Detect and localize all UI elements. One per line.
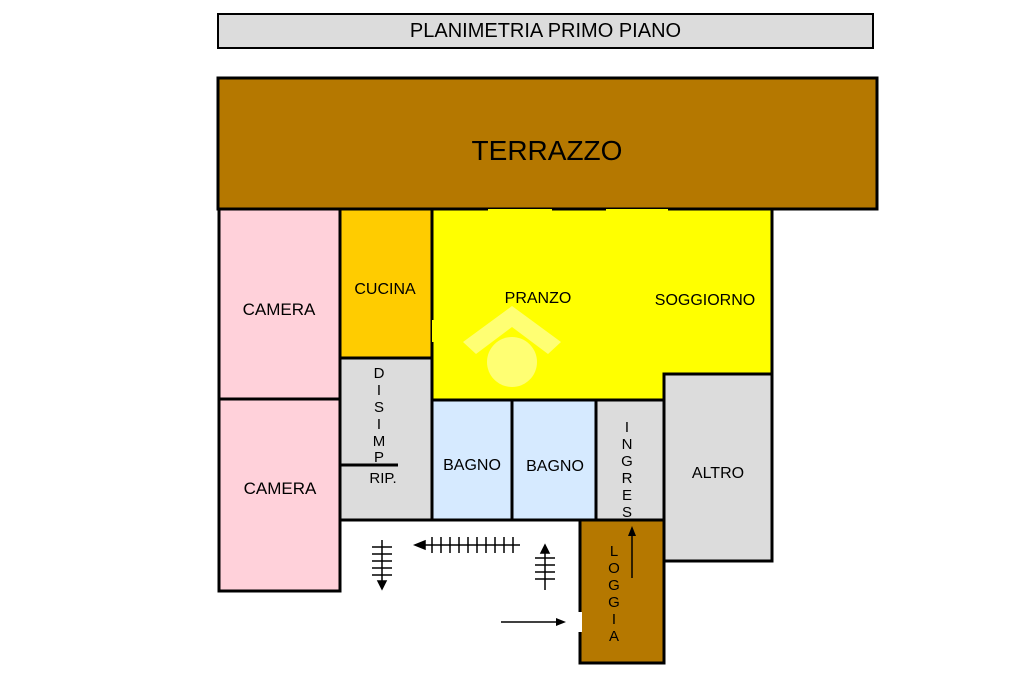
svg-text:I: I <box>377 416 381 433</box>
altro-label: ALTRO <box>692 465 744 482</box>
loggia-area <box>578 518 666 665</box>
svg-text:N: N <box>622 436 633 453</box>
pranzo-label: PRANZO <box>505 290 572 307</box>
arrow-right-icon <box>501 618 566 626</box>
bagno-left-room <box>430 398 514 522</box>
disimp-label: D I S I M P <box>373 365 386 466</box>
bagno-left-label: BAGNO <box>443 457 501 474</box>
svg-text:G: G <box>608 577 620 594</box>
svg-text:E: E <box>622 487 632 504</box>
arrow-up-icon <box>628 526 636 578</box>
svg-text:A: A <box>609 628 619 645</box>
pranzo-soggiorno-area <box>432 209 772 400</box>
ingres-label: I N G R E S <box>621 419 633 521</box>
svg-text:S: S <box>622 504 632 521</box>
stairs-down-icon <box>372 540 392 591</box>
cucina-label: CUCINA <box>354 281 416 298</box>
floor-plan-title: PLANIMETRIA PRIMO PIANO <box>217 13 874 49</box>
svg-text:I: I <box>377 382 381 399</box>
ingresso-room <box>594 398 666 522</box>
camera-top-label: CAMERA <box>243 300 316 319</box>
svg-text:D: D <box>374 365 385 382</box>
svg-text:G: G <box>608 594 620 611</box>
camera-bottom-label: CAMERA <box>244 479 317 498</box>
svg-text:P: P <box>374 449 384 466</box>
svg-text:I: I <box>612 611 616 628</box>
altro-room <box>662 372 774 563</box>
stairs-left-icon <box>412 537 520 553</box>
rip-label: RIP. <box>369 470 396 487</box>
stairs-up-icon <box>535 543 555 590</box>
svg-text:G: G <box>621 453 633 470</box>
bagno-right-room <box>510 398 598 522</box>
svg-text:O: O <box>608 560 620 577</box>
soggiorno-label: SOGGIORNO <box>655 292 755 309</box>
loggia-label: L O G G I A <box>608 543 620 645</box>
disimpegno-room <box>338 356 434 522</box>
bagno-right-label: BAGNO <box>526 458 584 475</box>
svg-text:M: M <box>373 433 386 450</box>
terrazzo-label: TERRAZZO <box>472 135 623 166</box>
svg-text:R: R <box>622 470 633 487</box>
watermark-logo-icon <box>463 306 561 387</box>
svg-text:I: I <box>625 419 629 436</box>
svg-text:L: L <box>610 543 618 560</box>
svg-text:S: S <box>374 399 384 416</box>
